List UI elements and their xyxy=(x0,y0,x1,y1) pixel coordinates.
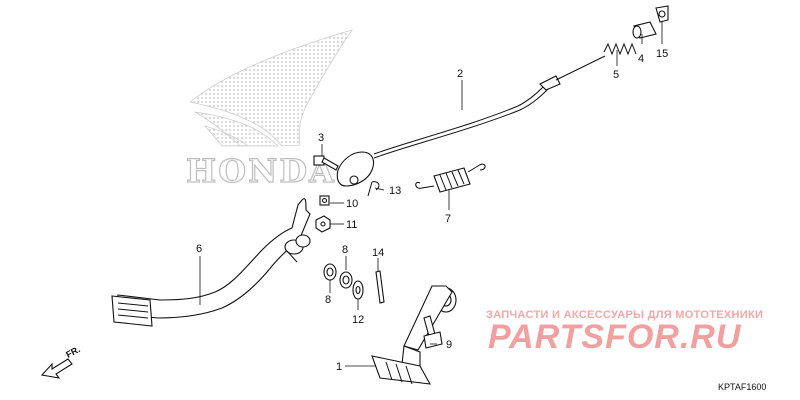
callout-leader-lines xyxy=(199,22,663,367)
callout-3: 3 xyxy=(318,132,324,144)
part-7-return-spring xyxy=(415,163,486,193)
callout-10: 10 xyxy=(346,198,358,210)
callout-8-lower: 8 xyxy=(325,294,331,306)
diagram-code: KPTAF1600 xyxy=(718,382,766,392)
part-11-nut xyxy=(315,215,331,233)
shop-watermark-domain: PARTSFOR.RU xyxy=(488,318,742,356)
part-9-bolt xyxy=(423,315,443,349)
part-4-joint xyxy=(632,21,657,39)
callout-5: 5 xyxy=(613,69,619,81)
part-3-bolt xyxy=(313,155,339,171)
front-direction-indicator: FR. xyxy=(40,344,82,379)
callout-12: 12 xyxy=(352,314,364,326)
front-arrow-icon xyxy=(40,358,73,379)
callout-7: 7 xyxy=(445,213,451,225)
callout-2: 2 xyxy=(457,68,463,80)
part-2-brake-cable xyxy=(336,55,606,187)
honda-brand-text: HONDA xyxy=(186,152,336,190)
callout-14: 14 xyxy=(372,247,384,259)
part-12-washer xyxy=(352,280,364,300)
part-14-pin xyxy=(375,270,385,304)
part-10-bolt xyxy=(319,195,330,206)
part-8-oil-seal-lower xyxy=(339,271,353,289)
honda-wing-logo: HONDA xyxy=(185,29,353,191)
callout-numbers: 2 3 4 5 6 7 8 8 9 10 11 12 13 14 15 1 xyxy=(196,48,668,373)
part-8-oil-seal-upper xyxy=(323,263,337,281)
front-direction-label: FR. xyxy=(64,344,81,360)
part-6-brake-pedal xyxy=(111,198,311,327)
shop-watermark: ЗАПЧАСТИ И АКСЕССУАРЫ ДЛЯ МОТОТЕХНИКИ PA… xyxy=(486,309,763,356)
part-13-cotter-pin xyxy=(367,181,380,197)
callout-13: 13 xyxy=(389,185,401,197)
callout-6: 6 xyxy=(196,243,202,255)
callout-1: 1 xyxy=(336,361,342,373)
callout-4: 4 xyxy=(638,53,644,65)
callout-8-upper: 8 xyxy=(342,244,348,256)
callout-11: 11 xyxy=(346,219,357,231)
part-5-spring xyxy=(603,42,637,56)
shop-watermark-tagline: ЗАПЧАСТИ И АКСЕССУАРЫ ДЛЯ МОТОТЕХНИКИ xyxy=(486,309,763,321)
part-1-brake-arm xyxy=(371,285,457,385)
callout-9: 9 xyxy=(446,339,452,351)
part-15-wing-nut xyxy=(655,5,669,23)
callout-15: 15 xyxy=(656,48,668,60)
